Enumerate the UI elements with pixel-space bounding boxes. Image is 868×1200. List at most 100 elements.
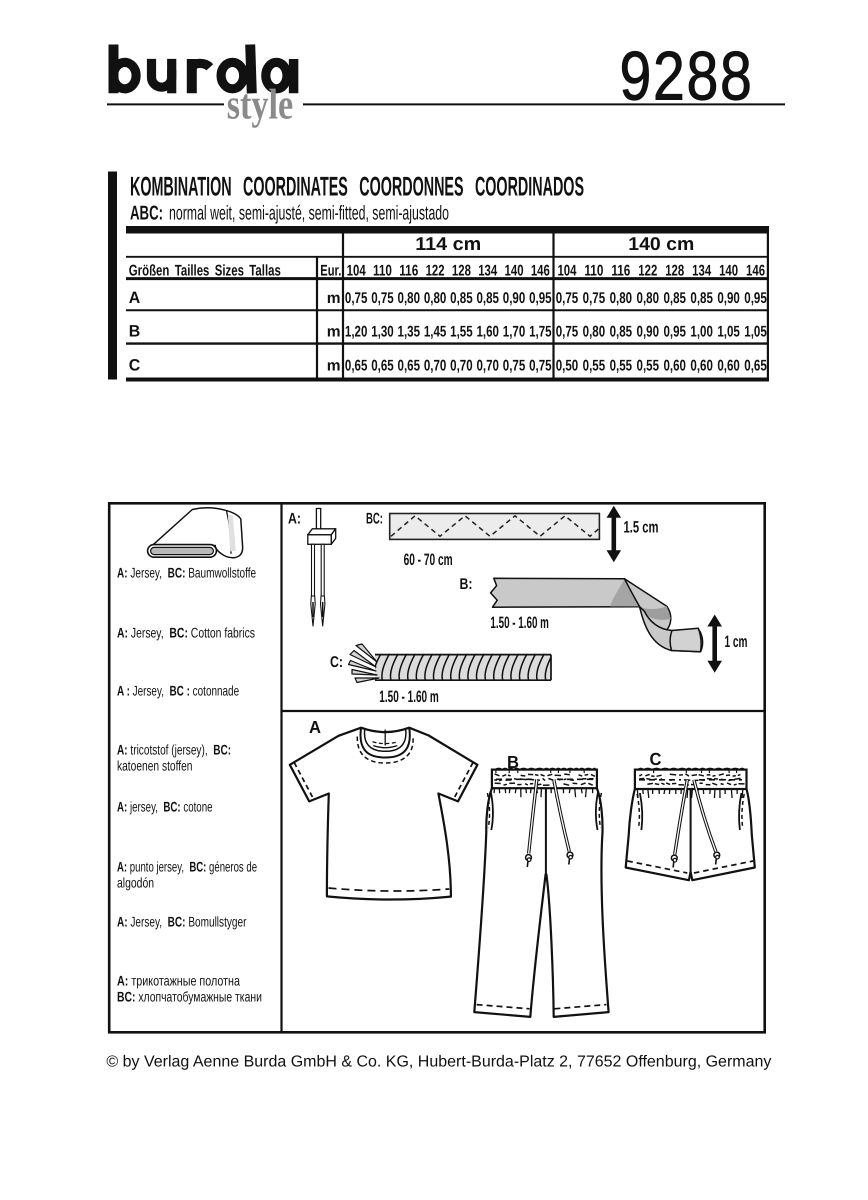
svg-text:0,80: 0,80 xyxy=(398,290,421,307)
svg-text:BC:: BC: xyxy=(366,511,383,528)
svg-text:0,70: 0,70 xyxy=(450,357,473,374)
svg-text:A: трикотажные полотна: A: трикотажные полотна xyxy=(117,973,240,989)
svg-text:128: 128 xyxy=(665,263,684,280)
svg-text:0,85: 0,85 xyxy=(663,290,686,307)
svg-text:1,30: 1,30 xyxy=(371,324,394,341)
svg-text:0,70: 0,70 xyxy=(424,357,447,374)
svg-text:0,85: 0,85 xyxy=(476,290,499,307)
svg-text:1,75: 1,75 xyxy=(529,324,552,341)
svg-text:110: 110 xyxy=(373,263,392,280)
svg-text:A: Jersey, BC: Baumwollstoffe: A: Jersey, BC: Baumwollstoffe xyxy=(117,565,256,581)
svg-text:m: m xyxy=(327,324,341,341)
svg-text:1,00: 1,00 xyxy=(690,324,713,341)
svg-text:1,35: 1,35 xyxy=(398,324,421,341)
svg-text:0,75: 0,75 xyxy=(345,290,368,307)
svg-text:A: A xyxy=(309,717,321,737)
svg-text:C: C xyxy=(129,356,141,374)
svg-text:0,85: 0,85 xyxy=(690,290,713,307)
svg-text:60 - 70 cm: 60 - 70 cm xyxy=(404,551,453,569)
svg-text:0,95: 0,95 xyxy=(744,290,767,307)
svg-text:A: Jersey, BC: Cotton fabrics: A: Jersey, BC: Cotton fabrics xyxy=(117,625,255,641)
svg-text:104: 104 xyxy=(347,263,366,280)
svg-text:A: punto jersey, BC: géneros: A: punto jersey, BC: géneros de xyxy=(117,859,257,875)
svg-text:A:: A: xyxy=(288,511,301,528)
svg-text:KOMBINATION COORDINATES COORDO: KOMBINATION COORDINATES COORDONNES COORD… xyxy=(130,171,584,201)
svg-text:C: C xyxy=(650,749,662,769)
svg-text:1 cm: 1 cm xyxy=(725,633,748,651)
svg-text:0,55: 0,55 xyxy=(637,357,660,374)
svg-text:1,05: 1,05 xyxy=(744,324,767,341)
svg-text:0,60: 0,60 xyxy=(717,357,740,374)
svg-text:A: tricotstof (jersey), BC:: A: tricotstof (jersey), BC: xyxy=(117,742,231,758)
svg-text:146: 146 xyxy=(746,263,765,280)
svg-text:122: 122 xyxy=(426,263,445,280)
svg-text:114 cm: 114 cm xyxy=(415,233,481,254)
svg-text:134: 134 xyxy=(478,263,497,280)
svg-text:146: 146 xyxy=(531,263,550,280)
svg-text:A: A xyxy=(129,289,141,307)
svg-text:0,55: 0,55 xyxy=(583,357,606,374)
svg-text:134: 134 xyxy=(692,263,711,280)
svg-text:116: 116 xyxy=(399,263,418,280)
svg-text:1,70: 1,70 xyxy=(503,324,526,341)
svg-text:1.5 cm: 1.5 cm xyxy=(624,519,659,537)
svg-text:140 cm: 140 cm xyxy=(628,233,694,254)
svg-text:0,95: 0,95 xyxy=(663,324,686,341)
svg-text:B: B xyxy=(129,323,141,341)
svg-text:© by Verlag Aenne Burda GmbH &: © by Verlag Aenne Burda GmbH & Co. KG, H… xyxy=(106,1054,771,1071)
svg-text:140: 140 xyxy=(719,263,738,280)
svg-text:0,80: 0,80 xyxy=(583,324,606,341)
svg-text:128: 128 xyxy=(452,263,471,280)
svg-text:0,65: 0,65 xyxy=(398,357,421,374)
svg-text:0,75: 0,75 xyxy=(503,357,526,374)
svg-text:0,80: 0,80 xyxy=(424,290,447,307)
svg-text:0,90: 0,90 xyxy=(717,290,740,307)
svg-text:A: jersey, BC: cotone: A: jersey, BC: cotone xyxy=(117,799,213,815)
svg-text:C:: C: xyxy=(330,654,343,671)
svg-text:0,65: 0,65 xyxy=(744,357,767,374)
svg-text:katoenen stoffen: katoenen stoffen xyxy=(117,758,192,774)
svg-text:1.50 - 1.60 m: 1.50 - 1.60 m xyxy=(490,614,548,632)
svg-text:104: 104 xyxy=(557,263,576,280)
svg-text:A: Jersey, BC: Bomullstyger: A: Jersey, BC: Bomullstyger xyxy=(117,914,247,930)
svg-text:0,90: 0,90 xyxy=(637,324,660,341)
svg-text:1.50 - 1.60 m: 1.50 - 1.60 m xyxy=(379,688,439,706)
svg-text:0,75: 0,75 xyxy=(371,290,394,307)
svg-text:0,50: 0,50 xyxy=(556,357,579,374)
svg-text:0,75: 0,75 xyxy=(529,357,552,374)
svg-text:B:: B: xyxy=(460,576,473,593)
svg-text:116: 116 xyxy=(611,263,630,280)
svg-text:0,75: 0,75 xyxy=(583,290,606,307)
svg-text:0,70: 0,70 xyxy=(476,357,499,374)
svg-text:140: 140 xyxy=(505,263,524,280)
svg-text:0,85: 0,85 xyxy=(450,290,473,307)
svg-text:Eur.: Eur. xyxy=(320,263,341,280)
svg-text:style: style xyxy=(227,82,293,129)
svg-text:algodón: algodón xyxy=(117,875,154,891)
svg-text:B: B xyxy=(507,752,519,772)
svg-text:1,60: 1,60 xyxy=(476,324,499,341)
svg-text:1,05: 1,05 xyxy=(717,324,740,341)
svg-text:0,60: 0,60 xyxy=(663,357,686,374)
svg-text:ABC:: ABC: xyxy=(130,202,163,224)
svg-text:Größen Tailles Sizes Tallas: Größen Tailles Sizes Tallas xyxy=(129,263,281,280)
svg-text:0,65: 0,65 xyxy=(345,357,368,374)
svg-text:1,55: 1,55 xyxy=(450,324,473,341)
svg-text:0,90: 0,90 xyxy=(503,290,526,307)
svg-text:0,65: 0,65 xyxy=(371,357,394,374)
svg-text:9288: 9288 xyxy=(620,37,754,114)
svg-text:0,95: 0,95 xyxy=(529,290,552,307)
svg-text:0,75: 0,75 xyxy=(556,324,579,341)
svg-text:1,20: 1,20 xyxy=(345,324,368,341)
svg-text:A : Jersey, BC : cotonnade: A : Jersey, BC : cotonnade xyxy=(117,683,239,699)
svg-text:0,80: 0,80 xyxy=(610,290,633,307)
svg-text:0,85: 0,85 xyxy=(610,324,633,341)
svg-text:1,45: 1,45 xyxy=(424,324,447,341)
svg-text:BC: хлопчатобумажные ткани: BC: хлопчатобумажные ткани xyxy=(117,989,262,1005)
svg-text:0,75: 0,75 xyxy=(556,290,579,307)
svg-text:0,60: 0,60 xyxy=(690,357,713,374)
svg-text:m: m xyxy=(327,357,341,374)
svg-text:0,55: 0,55 xyxy=(610,357,633,374)
svg-text:m: m xyxy=(327,290,341,307)
svg-text:110: 110 xyxy=(584,263,603,280)
